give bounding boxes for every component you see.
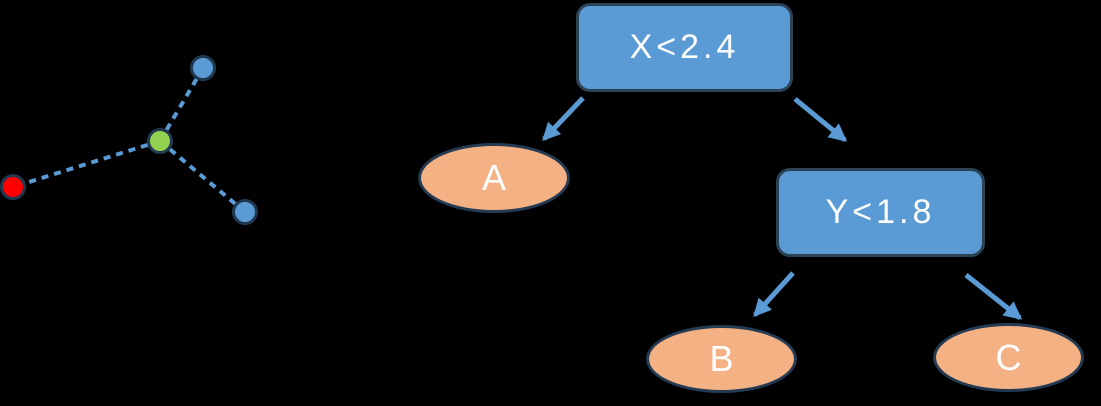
network-edge-green-to-red (12, 139, 161, 189)
leaf-node-c: C (933, 323, 1084, 392)
decision-node-root-label: X<2.4 (629, 28, 740, 66)
arrow-node-y-to-leaf-b (753, 271, 795, 318)
arrow-root-to-node-y (793, 97, 848, 142)
network-edge-green-to-bottom-blue (158, 139, 247, 214)
leaf-node-a: A (418, 143, 570, 213)
bottom-blue-data-point (232, 199, 258, 225)
leaf-node-b: B (646, 325, 797, 393)
green-data-point (147, 128, 173, 154)
arrow-node-y-to-leaf-c (964, 273, 1023, 320)
decision-node-y: Y<1.8 (776, 168, 985, 257)
red-data-point (0, 174, 26, 200)
network-edge-green-to-top-blue (158, 66, 205, 143)
arrow-root-to-leaf-a (542, 96, 585, 141)
leaf-node-a-label: A (481, 157, 506, 198)
decision-node-y-label: Y<1.8 (825, 193, 936, 231)
leaf-node-c-label: C (995, 336, 1022, 378)
leaf-node-b-label: B (709, 338, 734, 379)
decision-node-root: X<2.4 (576, 3, 793, 92)
top-blue-data-point (190, 55, 216, 81)
